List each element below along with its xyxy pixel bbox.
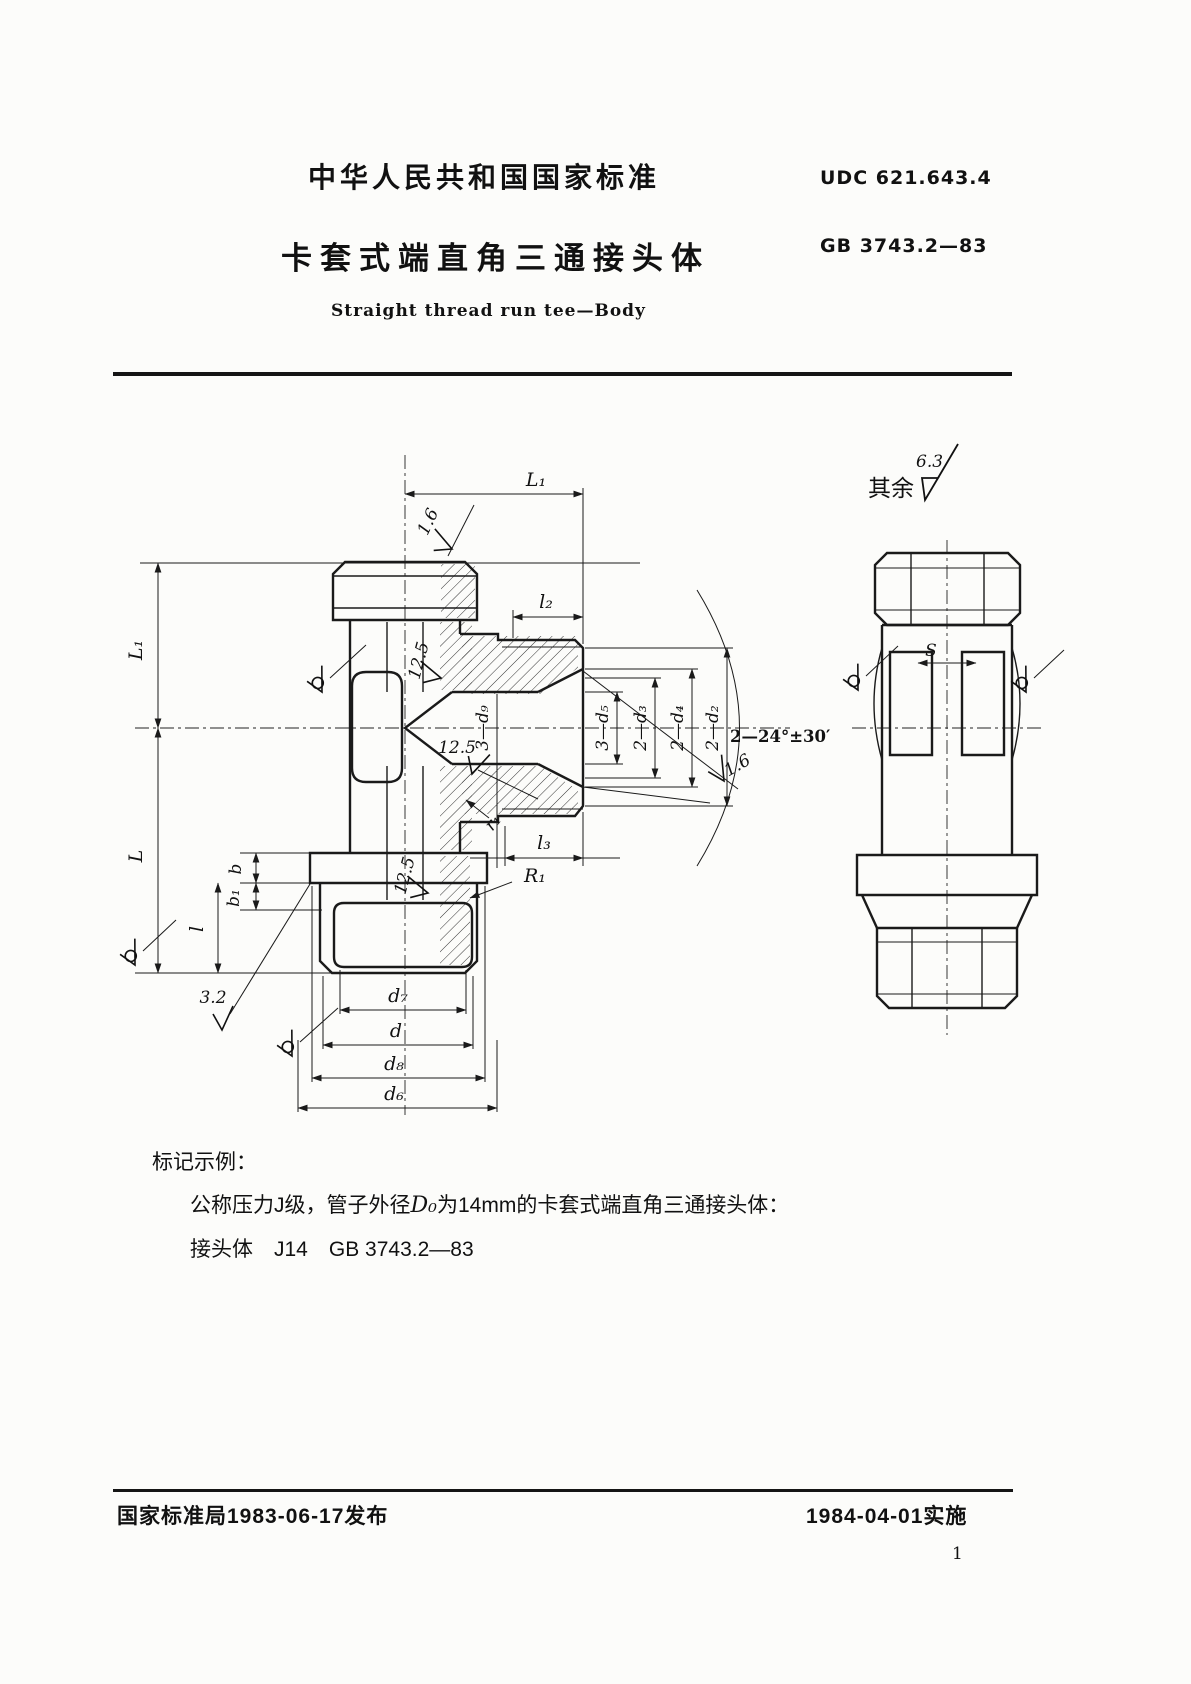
dim-label-d5: 3—d₅	[593, 705, 613, 751]
dim-label-d7: d₇	[388, 985, 408, 1007]
dim-label-b1: b₁	[224, 889, 244, 907]
finish-32: 3.2	[199, 988, 226, 1008]
bottom-dimensions: d₇ d d₈ d₆	[297, 886, 498, 1112]
surface-finish-icon	[838, 662, 869, 695]
dim-label-L1-left: L₁	[125, 640, 147, 661]
english-subtitle: Straight thread run tee—Body	[331, 301, 646, 321]
marking-line1-post: 为14mm的卡套式端直角三通接头体：	[436, 1194, 790, 1217]
standard-name: 中华人民共和国国家标准	[308, 162, 661, 193]
roughness-value: 6.3	[916, 452, 943, 472]
finish-125-cone: 12.5	[438, 738, 476, 758]
finish-125-stud: 12.5	[391, 855, 420, 897]
standard-code: GB 3743.2—83	[820, 235, 988, 257]
dim-label-b: b	[226, 864, 246, 875]
dim-label-L: L	[125, 850, 147, 864]
implemented-date: 1984-04-01实施	[806, 1505, 968, 1528]
dim-label-d9: 3—d₉	[473, 705, 493, 751]
surface-finish-icon	[302, 664, 333, 697]
finish-125-wall: 12.5	[405, 640, 434, 682]
dim-label-l: l	[186, 926, 208, 932]
marking-example-heading: 标记示例：	[152, 1151, 257, 1174]
center-lines	[135, 455, 1042, 1115]
issued-date: 国家标准局1983-06-17发布	[117, 1505, 389, 1528]
dim-label-R1: R₁	[523, 865, 546, 887]
marking-example-line1: 公称压力J级，管子外径D₀为14mm的卡套式端直角三通接头体：	[190, 1189, 789, 1219]
dim-label-l2: l₂	[539, 591, 553, 613]
marking-line1-pre: 公称压力J级，管子外径	[190, 1194, 411, 1217]
dim-label-d6: d₆	[384, 1083, 404, 1105]
dim-label-s: S	[925, 641, 937, 661]
dim-label-d3: 2—d₃	[631, 705, 651, 752]
side-view: S	[838, 551, 1065, 1010]
page-title: 卡套式端直角三通接头体	[281, 241, 710, 276]
dim-label-angle: 2—24°±30′	[730, 727, 830, 746]
dim-label-l3: l₃	[537, 832, 551, 854]
left-dimensions: L₁ L b b₁ l 3.2	[115, 562, 640, 1061]
finish-16-cone: 1.6	[721, 750, 755, 781]
dim-label-d2: 2—d₂	[703, 705, 723, 752]
roughness-prefix: 其余	[868, 475, 914, 501]
surface-finish-icon	[115, 937, 146, 970]
front-view	[308, 560, 585, 975]
dim-label-d4: 2—d₄	[668, 705, 688, 752]
general-roughness-note: 其余 6.3	[868, 443, 959, 503]
dim-label-L1-top: L₁	[525, 469, 546, 491]
udc-number: UDC 621.643.4	[820, 167, 992, 189]
dim-label-d8: d₈	[384, 1053, 404, 1075]
page-number: 1	[952, 1544, 963, 1564]
footer-divider	[113, 1489, 1013, 1492]
pipe-od-symbol: D₀	[410, 1193, 437, 1218]
header-divider	[113, 372, 1012, 376]
marking-example-designation: 接头体 J14 GB 3743.2—83	[190, 1238, 474, 1261]
surface-finish-icon	[212, 1005, 234, 1031]
dim-label-d: d	[390, 1020, 402, 1042]
